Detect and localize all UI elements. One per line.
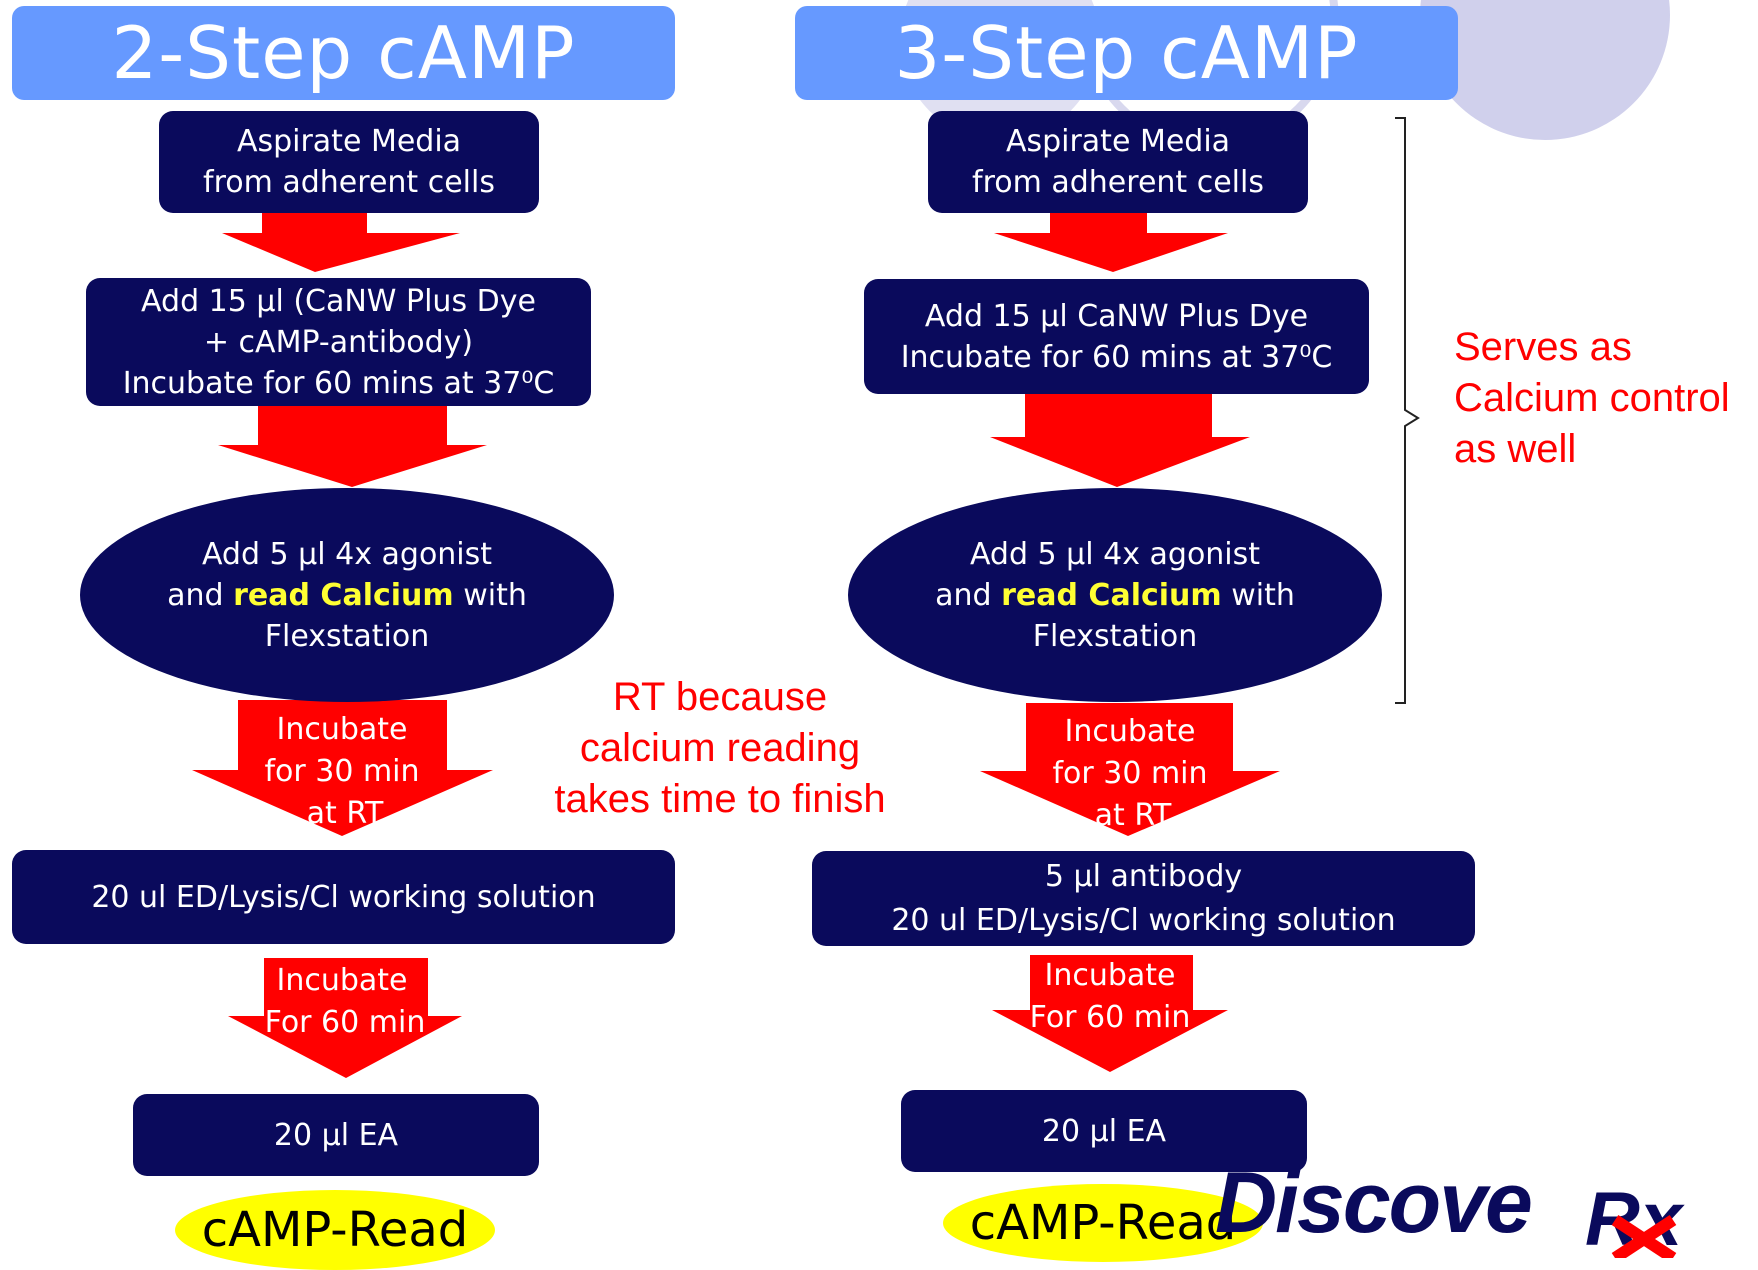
right-step-agonist: Add 5 µl 4x agonist and read Calcium wit…: [848, 488, 1382, 702]
arrow-left-3: [192, 700, 493, 836]
arrow-right-4: [992, 955, 1228, 1072]
left-step2-line3: Incubate for 60 mins at 37⁰C: [122, 365, 555, 401]
right-incubate2-line2: For 60 min: [1029, 1000, 1191, 1035]
right-incubate2-line1: Incubate: [1044, 958, 1176, 993]
right-camp-read: cAMP-Read: [943, 1184, 1263, 1262]
right-incubate1-line3: at RT: [1094, 798, 1172, 833]
bracket-note: Serves as Calcium control as well: [1454, 322, 1754, 475]
right-incubate-1: Incubate for 30 min at RT: [1010, 711, 1250, 837]
left-step3-and: and: [167, 577, 234, 613]
left-step-agonist: Add 5 µl 4x agonist and read Calcium wit…: [80, 488, 614, 702]
middle-note: RT because calcium reading takes time to…: [520, 672, 920, 825]
arrow-left-1: [222, 212, 460, 272]
right-step4-line1: 5 µl antibody: [1044, 858, 1243, 894]
right-title: 3-Step cAMP: [894, 11, 1359, 95]
right-incubate1-line1: Incubate: [1064, 714, 1196, 749]
left-step3-line2: and read Calcium with: [167, 575, 527, 616]
bracket-note-line3: as well: [1454, 427, 1577, 471]
right-header: 3-Step cAMP: [795, 6, 1458, 100]
right-step3-and: and: [935, 577, 1002, 613]
right-read-text: cAMP-Read: [969, 1195, 1237, 1251]
right-step1-line2: from adherent cells: [972, 165, 1264, 200]
bracket: [1395, 117, 1420, 704]
left-incubate-2: Incubate For 60 min: [222, 960, 462, 1044]
bracket-note-line1: Serves as: [1454, 325, 1632, 369]
deco-circle-filled: [1420, 0, 1670, 140]
bracket-note-line2: Calcium control: [1454, 376, 1730, 420]
right-step-ea: 20 µl EA: [901, 1090, 1307, 1172]
left-title: 2-Step cAMP: [111, 11, 576, 95]
logo-x-mark: [1611, 1214, 1677, 1258]
right-incubate-2: Incubate For 60 min: [990, 955, 1230, 1039]
left-incubate-1: Incubate for 30 min at RT: [222, 709, 462, 835]
right-step-aspirate: Aspirate Media from adherent cells: [928, 111, 1308, 213]
right-incubate1-line2: for 30 min: [1052, 756, 1208, 791]
left-step3-line1: Add 5 µl 4x agonist: [201, 536, 493, 572]
discoverx-logo: Discove Rx: [1215, 1155, 1695, 1260]
logo-x-stroke-2: [1611, 1214, 1677, 1258]
right-step4-line2: 20 ul ED/Lysis/Cl working solution: [891, 902, 1396, 938]
left-step-lysis: 20 ul ED/Lysis/Cl working solution: [12, 850, 675, 944]
left-step3-line3: Flexstation: [264, 618, 430, 654]
right-step2-line2: Incubate for 60 mins at 37⁰C: [900, 339, 1333, 375]
left-incubate2-line2: For 60 min: [264, 1005, 426, 1040]
middle-note-line2: calcium reading: [579, 726, 861, 770]
middle-note-line1: RT because: [612, 675, 828, 719]
left-step1-line2: from adherent cells: [203, 165, 495, 200]
left-step5-text: 20 µl EA: [273, 1117, 399, 1153]
left-step3-with: with: [453, 577, 527, 613]
right-step3-with: with: [1221, 577, 1295, 613]
arrow-right-2: [990, 394, 1250, 487]
arrow-left-4: [228, 958, 462, 1078]
left-step-aspirate: Aspirate Media from adherent cells: [159, 111, 539, 213]
arrow-right-1: [994, 212, 1228, 272]
left-read-text: cAMP-Read: [201, 1202, 469, 1258]
left-step2-line2: + cAMP-antibody): [203, 324, 474, 360]
right-step3-line3: Flexstation: [1032, 618, 1198, 654]
left-incubate1-line1: Incubate: [276, 712, 408, 747]
right-step-add-dye: Add 15 µl CaNW Plus Dye Incubate for 60 …: [864, 279, 1369, 394]
left-step-ea: 20 µl EA: [133, 1094, 539, 1176]
right-read-calcium-highlight: read Calcium: [1001, 577, 1222, 613]
left-header: 2-Step cAMP: [12, 6, 675, 100]
right-step2-line1: Add 15 µl CaNW Plus Dye: [924, 298, 1309, 334]
right-step-lysis: 5 µl antibody 20 ul ED/Lysis/Cl working …: [812, 851, 1475, 946]
left-step2-line1: Add 15 µl (CaNW Plus Dye: [141, 283, 536, 319]
left-step1-line1: Aspirate Media: [236, 124, 462, 159]
left-camp-read: cAMP-Read: [175, 1190, 495, 1270]
middle-note-line3: takes time to finish: [554, 777, 886, 821]
left-incubate1-line2: for 30 min: [264, 754, 420, 789]
left-read-calcium-highlight: read Calcium: [233, 577, 454, 613]
right-step3-line2: and read Calcium with: [935, 575, 1295, 616]
left-step4-text: 20 ul ED/Lysis/Cl working solution: [91, 879, 596, 915]
right-step1-line1: Aspirate Media: [1005, 124, 1231, 159]
left-incubate1-line3: at RT: [306, 796, 384, 831]
logo-main-text: Discove: [1215, 1155, 1533, 1251]
arrow-right-3: [980, 703, 1280, 836]
left-step-add-dye: Add 15 µl (CaNW Plus Dye + cAMP-antibody…: [86, 278, 591, 406]
arrow-left-2: [218, 405, 487, 487]
right-step3-line1: Add 5 µl 4x agonist: [969, 536, 1261, 572]
right-step5-text: 20 µl EA: [1041, 1113, 1167, 1149]
left-incubate2-line1: Incubate: [276, 963, 408, 998]
